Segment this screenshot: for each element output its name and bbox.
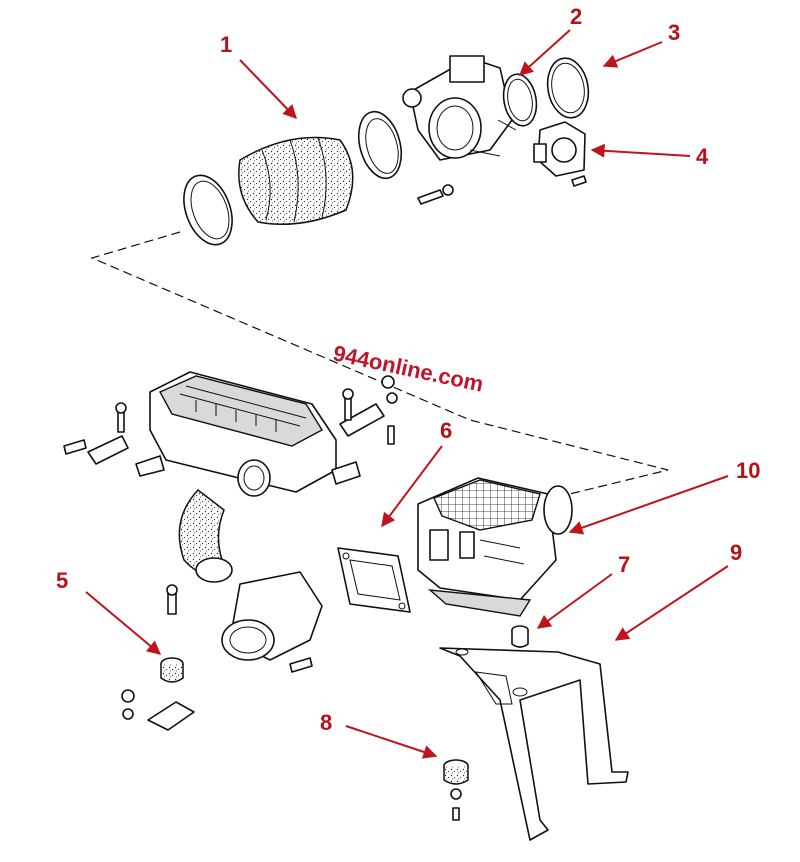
callout-arrow-5 [85,591,162,655]
watermark-text: 944online.com [331,340,486,396]
gasket-part-6 [337,547,411,613]
air-cleaner-housing [63,371,398,497]
callout-label-9: 9 [730,540,742,565]
flex-hose-elbow [178,488,323,673]
callout-arrow-1 [239,59,297,120]
throttle-switch-part-4 [533,121,587,187]
callout-label-2: 2 [570,4,582,29]
callout-arrow-6 [381,445,443,528]
callout-label-3: 3 [668,20,680,45]
callout-arrow-3 [602,41,663,68]
callout-label-8: 8 [320,710,332,735]
callout-arrow-9 [614,565,729,641]
callout-arrow-10 [568,475,729,535]
gasket-ring-part-3 [546,57,590,119]
gasket-ring-inner [551,62,585,114]
callout-label-4: 4 [696,144,709,169]
callout-labels: 1 2 3 4 5 6 7 8 9 10 [56,4,760,735]
intake-boot-part-1 [183,110,403,246]
air-flow-meter-part-10 [417,477,573,617]
assembly-dash-line [90,231,669,501]
callout-label-10: 10 [736,458,760,483]
callout-arrow-8 [345,725,438,759]
callout-label-6: 6 [440,418,452,443]
o-ring-inner [507,78,533,122]
rubber-mount-part-7 [511,625,529,648]
callout-label-7: 7 [618,552,630,577]
throttle-body [402,55,517,205]
callout-arrow-4 [590,143,691,158]
rubber-mount-part-5 [121,584,195,731]
callout-label-5: 5 [56,568,68,593]
bracket-part-9 [439,647,629,841]
rubber-mount-part-8 [443,759,469,821]
callout-arrow-7 [536,573,613,629]
callout-arrow-2 [518,29,571,76]
callout-arrows [85,29,729,759]
callout-label-1: 1 [220,32,232,57]
